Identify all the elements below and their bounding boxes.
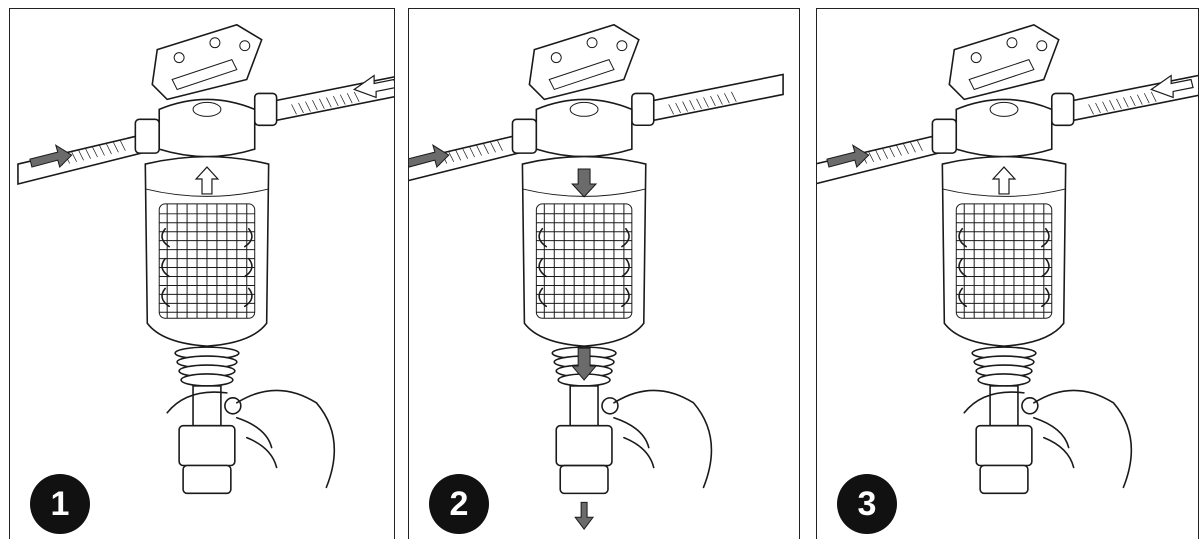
flow-arrow-icon [409, 144, 630, 531]
water-filter-illustration [17, 23, 394, 495]
water-filter-illustration [409, 23, 784, 531]
step-panel-3: 3 [816, 8, 1199, 539]
filter-head [535, 98, 633, 158]
inlet-coupling [931, 118, 958, 154]
step-badge: 2 [429, 474, 489, 534]
filter-assembly [409, 23, 784, 531]
outlet-coupling [253, 92, 278, 127]
drain-valve-icon [174, 346, 242, 495]
filter-mesh [955, 203, 1053, 319]
step-badge: 3 [837, 474, 897, 534]
filter-assembly [817, 23, 1198, 495]
filter-assembly [17, 23, 394, 495]
water-filter-illustration [817, 23, 1198, 495]
drain-valve-icon [971, 346, 1039, 495]
filter-head [955, 98, 1053, 158]
inlet-coupling [511, 118, 538, 154]
outlet-coupling [1050, 92, 1075, 127]
step-panel-2: 2 [408, 8, 800, 539]
mounting-bracket [151, 23, 263, 101]
step-badge: 1 [30, 474, 90, 534]
outlet-coupling [631, 92, 655, 127]
mounting-bracket [948, 23, 1060, 101]
hand-illustration [166, 389, 336, 489]
filter-mesh [535, 203, 633, 319]
inlet-coupling [134, 118, 161, 154]
flow-arrow-icon [826, 74, 1194, 308]
hand-illustration [963, 389, 1133, 489]
step-panel-1: 1 [9, 8, 395, 539]
filter-mesh [158, 203, 256, 319]
hand-illustration [613, 389, 713, 489]
mounting-bracket [528, 23, 640, 101]
filter-head [158, 98, 256, 158]
flow-arrow-icon [29, 74, 394, 308]
outlet-pipe [633, 73, 784, 126]
